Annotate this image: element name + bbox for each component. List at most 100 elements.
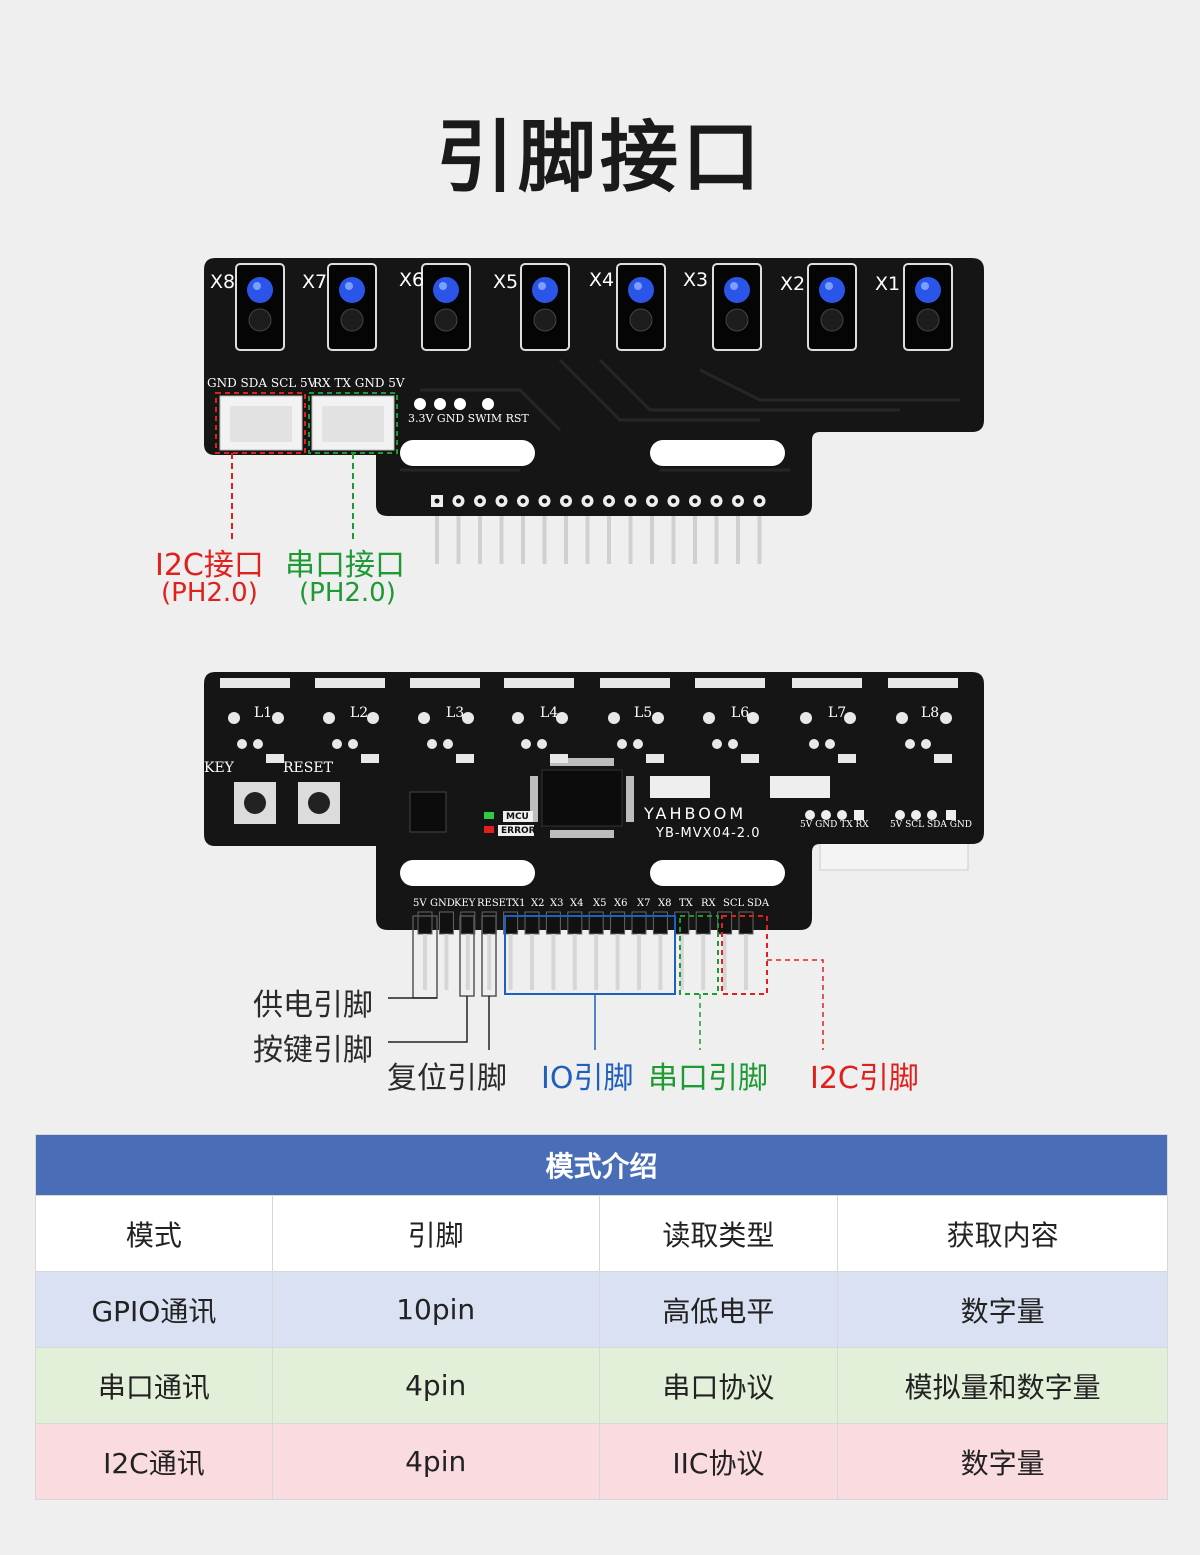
header-pin <box>438 911 454 990</box>
header-pin <box>624 495 637 564</box>
table-cell: GPIO通讯 <box>35 1271 273 1348</box>
header-pin <box>710 495 723 564</box>
pin-label-gnd: GND <box>430 898 455 909</box>
table-cell: 4pin <box>271 1423 600 1500</box>
pin-label-key: KEY <box>454 898 476 909</box>
sensor-label-x6: X6 <box>399 269 425 291</box>
page-title: 引脚接口 <box>435 113 764 203</box>
pin-label-x5: X5 <box>593 898 607 909</box>
pin-label-x8: X8 <box>658 898 672 909</box>
header-content: 获取内容 <box>837 1195 1168 1272</box>
board-svg <box>204 258 984 1050</box>
sensor-label-x5: X5 <box>493 271 519 293</box>
pin-label-x7: X7 <box>637 898 651 909</box>
header-pin <box>452 495 465 564</box>
led-label-l4: L4 <box>540 705 559 721</box>
sensor-label-x2: X2 <box>780 273 806 295</box>
table-title: 模式介绍 <box>35 1134 1168 1196</box>
table-cell: 串口协议 <box>598 1347 839 1424</box>
top-pin-header <box>431 495 766 564</box>
table-cell: 4pin <box>271 1347 600 1424</box>
swd-text: 3.3V GND SWIM RST <box>408 412 529 425</box>
header-pins: 引脚 <box>271 1195 600 1272</box>
table-row: I2C通讯 4pin IIC协议 数字量 <box>35 1423 1168 1500</box>
pin-label-x6: X6 <box>614 898 628 909</box>
header-pin <box>567 911 583 990</box>
header-pin <box>524 911 540 990</box>
header-pin <box>717 911 733 990</box>
led-label-l7: L7 <box>828 705 847 721</box>
i2c-interface-sub: (PH2.0) <box>161 578 258 608</box>
header-pin <box>417 911 433 990</box>
i2c-interface-label: I2C接口 <box>155 548 264 583</box>
header-pin <box>732 495 744 564</box>
led-pad-group <box>792 678 862 763</box>
sensor-label-x3: X3 <box>683 269 709 291</box>
pin-label-5v: 5V <box>413 898 427 909</box>
header-pin <box>517 495 529 564</box>
pin-label-rx: RX <box>701 898 716 909</box>
pin-label-sda: SDA <box>747 898 770 909</box>
callout-key: 按键引脚 <box>253 1033 373 1068</box>
ir-sensor <box>421 263 471 351</box>
bottom-board <box>204 672 984 1050</box>
header-pin <box>474 495 486 564</box>
header-pin <box>753 495 766 564</box>
table-cell: 数字量 <box>837 1423 1168 1500</box>
table-row: 串口通讯 4pin 串口协议 模拟量和数字量 <box>35 1347 1168 1424</box>
header-pin <box>667 495 680 564</box>
led-pad-group <box>600 678 670 763</box>
led-label-l2: L2 <box>350 705 369 721</box>
led-pad-group <box>695 678 765 763</box>
brand-logo: YAHBOOM <box>644 804 747 823</box>
uart-interface-sub: (PH2.0) <box>299 578 396 608</box>
ir-sensors <box>235 263 953 351</box>
ir-sensor <box>807 263 857 351</box>
header-pin <box>646 495 658 564</box>
table-cell: 串口通讯 <box>35 1347 273 1424</box>
uart-interface-label: 串口接口 <box>285 548 405 583</box>
led-label-l6: L6 <box>731 705 750 721</box>
pin-label-x2: X2 <box>531 898 545 909</box>
sensor-label-x7: X7 <box>302 271 328 293</box>
callout-io: IO引脚 <box>541 1061 634 1096</box>
led-label-l3: L3 <box>446 705 465 721</box>
header-pin <box>610 911 626 990</box>
header-pin <box>695 911 711 990</box>
header-pin <box>631 911 647 990</box>
table-cell: 10pin <box>271 1271 600 1348</box>
mcu-led-text: MCU <box>506 812 529 822</box>
i2c-pin-text: GND SDA SCL 5V <box>207 376 317 390</box>
ir-sensor <box>235 263 285 351</box>
pin-label-scl: SCL <box>723 898 745 909</box>
header-pin <box>503 911 519 990</box>
pin-label-tx: TX <box>679 898 693 909</box>
pin-header-labels: 5V GND KEY RESET X1 X2 X3 X4 X5 X6 X7 X8… <box>413 898 773 912</box>
led-pad-group <box>315 678 385 763</box>
uart-pin-text: RX TX GND 5V <box>313 376 405 390</box>
ir-sensor <box>327 263 377 351</box>
table-cell: 数字量 <box>837 1271 1168 1348</box>
header-read-type: 读取类型 <box>598 1195 839 1272</box>
header-pin <box>538 495 551 564</box>
table-title-row: 模式介绍 <box>35 1134 1168 1196</box>
header-pin <box>581 495 594 564</box>
callout-reset: 复位引脚 <box>387 1061 507 1096</box>
header-pin <box>652 911 668 990</box>
header-pin <box>603 495 615 564</box>
callout-i2c: I2C引脚 <box>810 1061 919 1096</box>
header-pin <box>431 495 443 564</box>
sensor-label-x8: X8 <box>210 271 236 293</box>
sensor-label-x4: X4 <box>589 269 615 291</box>
header-pin <box>588 911 604 990</box>
mode-table: 模式介绍 模式 引脚 读取类型 获取内容 GPIO通讯 10pin 高低电平 数… <box>35 1134 1168 1500</box>
table-header-row: 模式 引脚 读取类型 获取内容 <box>35 1195 1168 1272</box>
header-pin <box>689 495 701 564</box>
table-row: GPIO通讯 10pin 高低电平 数字量 <box>35 1271 1168 1348</box>
pin-label-x3: X3 <box>550 898 564 909</box>
table-cell: I2C通讯 <box>35 1423 273 1500</box>
header-pin <box>545 911 561 990</box>
led-label-l5: L5 <box>634 705 653 721</box>
table-cell: 模拟量和数字量 <box>837 1347 1168 1424</box>
